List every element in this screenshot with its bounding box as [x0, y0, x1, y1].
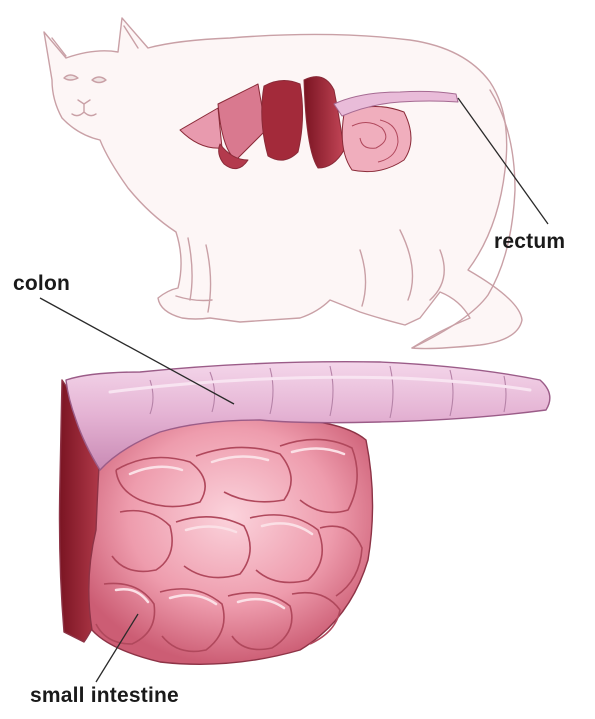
- rectum-label: rectum: [494, 230, 565, 254]
- cat-eye-right: [92, 77, 106, 83]
- liver: [262, 80, 303, 160]
- small-intestine-label: small intestine: [30, 684, 179, 708]
- mini-intestines: [342, 106, 411, 171]
- cat-body-outline: [44, 18, 522, 349]
- cat-outline: [44, 18, 522, 349]
- intestine-mass: [89, 418, 373, 664]
- colon-label: colon: [13, 272, 70, 296]
